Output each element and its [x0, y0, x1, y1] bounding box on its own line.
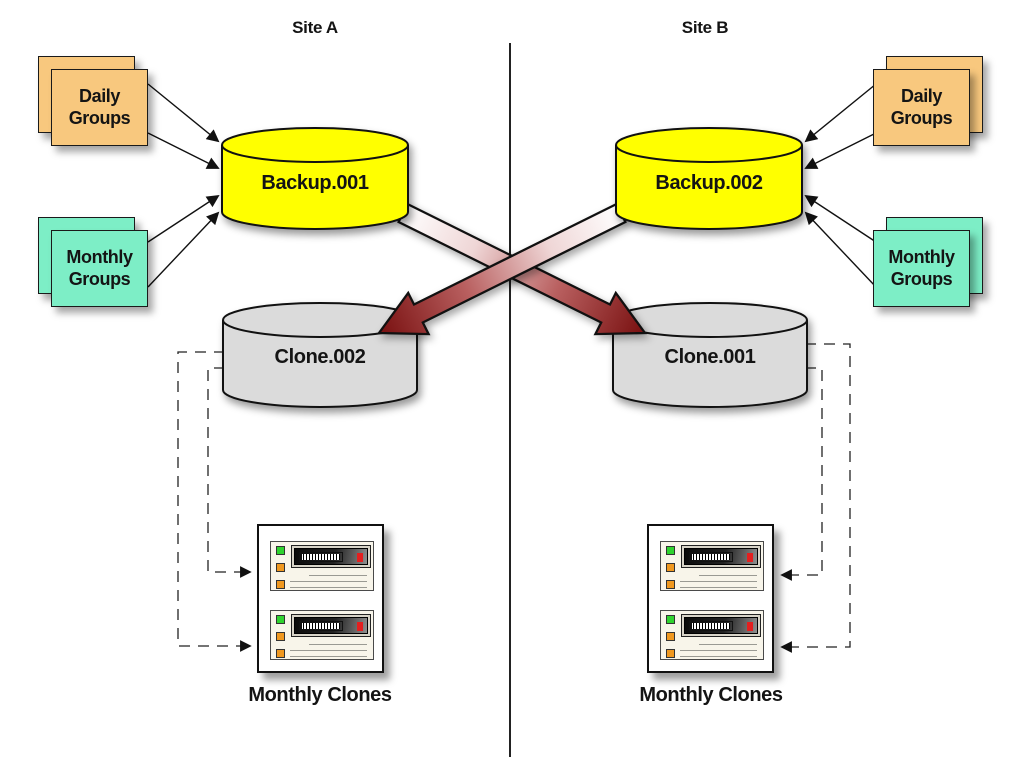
- arrow-daily-b-to-backup-1: [804, 83, 877, 143]
- tape-cartridge-icon: [660, 610, 764, 660]
- monthly-clones-box-b: [647, 524, 774, 673]
- orange-led-icon: [276, 580, 285, 589]
- green-led-icon: [666, 546, 675, 555]
- daily-groups-a-card: Daily Groups: [51, 69, 148, 146]
- site-b-title: Site B: [681, 18, 729, 37]
- tape-cartridge-icon: [660, 541, 764, 591]
- barcode-label-icon: [689, 552, 733, 562]
- tape-drive-slot: [291, 614, 371, 637]
- backup-002-label: Backup.002: [655, 172, 763, 194]
- orange-led-icon: [666, 580, 675, 589]
- tape-drive-slot: [291, 545, 371, 568]
- monthly-groups-a-card: Monthly Groups: [51, 230, 148, 307]
- arrow-daily-a-to-backup-2: [147, 132, 220, 169]
- monthly-clones-label-b: Monthly Clones: [639, 684, 783, 706]
- monthly-groups-b-card: Monthly Groups: [873, 230, 970, 307]
- arrow-daily-b-to-backup-2: [804, 132, 877, 169]
- orange-led-icon: [666, 649, 675, 658]
- orange-led-icon: [666, 632, 675, 641]
- arrow-monthly-a-to-backup-1: [147, 194, 220, 243]
- clone-001-label: Clone.001: [664, 346, 756, 368]
- daily-groups-b-card: Daily Groups: [873, 69, 970, 146]
- replication-arrow-backup002-to-clone002: [376, 202, 627, 336]
- arrow-daily-a-to-backup-1: [147, 83, 220, 143]
- monthly-clones-label-a: Monthly Clones: [248, 684, 392, 706]
- connector-clone002-to-tape-1: [207, 367, 252, 578]
- backup-001-label: Backup.001: [261, 172, 369, 194]
- backup-001-cylinder: [221, 127, 409, 230]
- barcode-label-icon: [299, 621, 343, 631]
- arrow-monthly-a-to-backup-2: [147, 211, 220, 288]
- orange-led-icon: [276, 563, 285, 572]
- clone-001-cylinder: [612, 302, 808, 408]
- red-indicator-icon: [357, 553, 363, 562]
- arrow-monthly-b-to-backup-1: [804, 194, 877, 243]
- arrow-monthly-b-to-backup-2: [804, 211, 877, 288]
- connector-clone001-to-tape-2: [780, 343, 851, 653]
- tape-drive-slot: [681, 545, 761, 568]
- green-led-icon: [666, 615, 675, 624]
- connector-clone001-to-tape-1: [780, 367, 823, 581]
- orange-led-icon: [276, 632, 285, 641]
- orange-led-icon: [276, 649, 285, 658]
- red-indicator-icon: [747, 553, 753, 562]
- red-indicator-icon: [357, 622, 363, 631]
- tape-cartridge-icon: [270, 610, 374, 660]
- green-led-icon: [276, 546, 285, 555]
- backup-002-cylinder: [615, 127, 803, 230]
- orange-led-icon: [666, 563, 675, 572]
- monthly-clones-box-a: [257, 524, 384, 673]
- red-indicator-icon: [747, 622, 753, 631]
- tape-drive-slot: [681, 614, 761, 637]
- tape-cartridge-icon: [270, 541, 374, 591]
- green-led-icon: [276, 615, 285, 624]
- site-a-title: Site A: [292, 18, 338, 37]
- barcode-label-icon: [689, 621, 733, 631]
- barcode-label-icon: [299, 552, 343, 562]
- clone-002-label: Clone.002: [274, 346, 366, 368]
- connector-clone002-to-tape-2: [177, 351, 252, 652]
- clone-002-cylinder: [222, 302, 418, 408]
